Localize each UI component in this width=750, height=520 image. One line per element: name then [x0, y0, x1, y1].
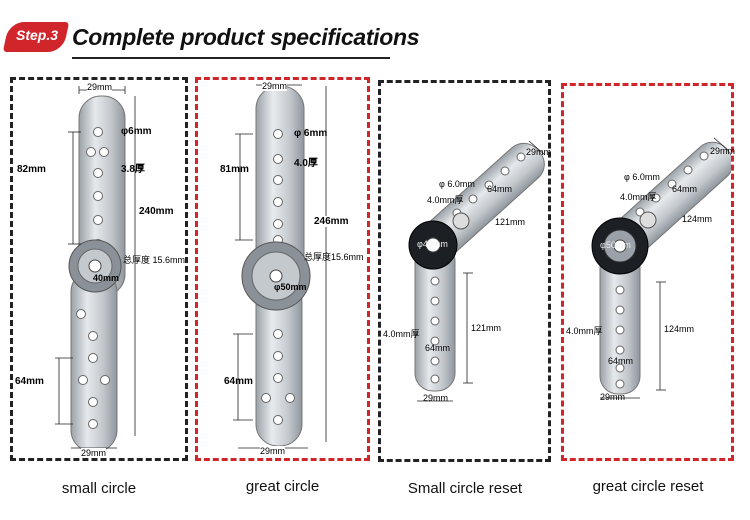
dim-circle: φ40mm	[417, 239, 448, 249]
panel-small-circle: 29mm φ6mm 3.8厚 82mm 240mm 总厚度 15.6mm 40m…	[10, 77, 188, 461]
page-title: Complete product specifications	[72, 24, 420, 50]
dim-length-bottom: 124mm	[664, 324, 695, 334]
hinge-great-circle-reset-drawing	[591, 137, 734, 399]
dim-spacing-bottom: 64mm	[608, 356, 634, 366]
caption-great-circle-reset: great circle reset	[592, 478, 704, 495]
dim-thickness-bottom: 4.0mm厚	[383, 329, 420, 339]
caption-great-circle: great circle	[245, 478, 320, 495]
dim-spacing-top: 81mm	[220, 164, 249, 175]
hinge-holes	[615, 151, 709, 389]
dim-length-top: 121mm	[495, 217, 526, 227]
panel-great-circle-reset: 29mm φ 6.0mm 4.0mm厚 64mm 124mm φ50mm 4.0…	[561, 83, 736, 461]
title-underline	[72, 57, 390, 59]
hinge-great-circle-drawing	[233, 84, 327, 449]
dim-circle: φ50mm	[274, 282, 307, 292]
header: Step.3 Complete product specifications	[0, 0, 750, 70]
dim-thickness: 4.0mm厚	[427, 195, 464, 205]
dim-length-top: 124mm	[682, 214, 713, 224]
dim-spacing-bottom: 64mm	[15, 376, 44, 387]
panel-small-circle-reset: 29mm φ 6.0mm 4.0mm厚 64mm 121mm φ40mm 4.0…	[378, 80, 551, 462]
hinge-small-circle-reset-drawing	[408, 140, 546, 402]
dim-total-thickness: 总厚度 15.6mm	[123, 255, 186, 265]
dim-hole: φ6mm	[121, 126, 152, 137]
dim-hole: φ 6.0mm	[439, 179, 475, 189]
dim-width-top: 29mm	[87, 82, 113, 92]
caption-small-circle-reset: Small circle reset	[407, 480, 523, 497]
dim-hole: φ 6.0mm	[624, 172, 660, 182]
dim-width-top: 29mm	[262, 81, 288, 91]
dim-length: 246mm	[314, 216, 349, 227]
dim-length: 240mm	[139, 206, 174, 217]
dim-spacing-top: 64mm	[487, 184, 513, 194]
dim-width-top: 29mm	[526, 147, 552, 157]
dim-spacing-bottom: 64mm	[224, 376, 253, 387]
dim-spacing-bottom: 64mm	[425, 343, 451, 353]
dim-width-bottom: 29mm	[260, 446, 286, 456]
dim-thickness: 3.8厚	[121, 164, 145, 175]
dim-circle: φ50mm	[600, 240, 631, 250]
dim-hole: φ 6mm	[294, 128, 328, 139]
dim-width-bottom: 29mm	[423, 393, 449, 403]
hinge-small-circle-drawing	[55, 86, 136, 453]
dim-width-top: 29mm	[710, 146, 736, 156]
dim-width-bottom: 29mm	[600, 392, 626, 402]
dim-spacing-top: 82mm	[17, 164, 46, 175]
dim-width-bottom: 29mm	[81, 448, 107, 458]
dim-thickness: 4.0厚	[294, 158, 318, 169]
dim-spacing-top: 64mm	[672, 184, 698, 194]
step-label: Step.3	[15, 27, 58, 43]
caption-small-circle: small circle	[61, 480, 137, 497]
panel-great-circle: 29mm φ 6mm 4.0厚 81mm 246mm 总厚度15.6mm φ50…	[195, 77, 370, 461]
dim-total-thickness: 总厚度15.6mm	[304, 252, 364, 262]
dim-circle: 40mm	[93, 273, 120, 283]
dim-thickness: 4.0mm厚	[620, 192, 657, 202]
dim-thickness-bottom: 4.0mm厚	[566, 326, 603, 336]
dim-length-bottom: 121mm	[471, 323, 502, 333]
